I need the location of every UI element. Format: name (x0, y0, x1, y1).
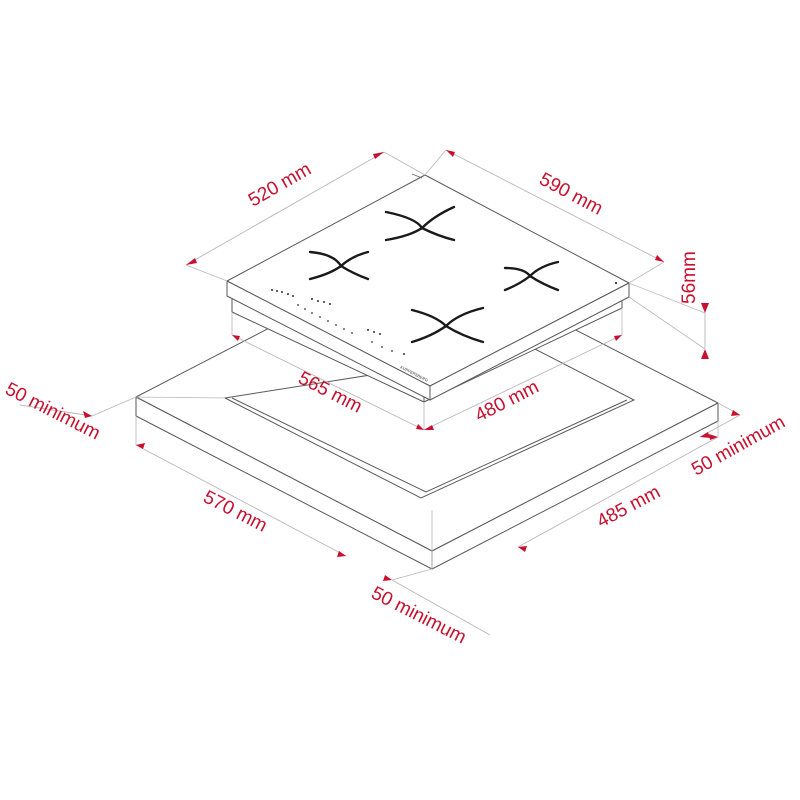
control-dot (403, 353, 405, 355)
control-dot (343, 328, 345, 330)
dimension-arrowhead (373, 152, 384, 159)
label-counter-width: 570 mm (200, 487, 271, 537)
dimension-line-front-min (391, 579, 491, 636)
dimension-arrowhead (709, 434, 718, 440)
cooking-zone-icon (503, 260, 560, 292)
dimension-arrowhead (424, 425, 434, 430)
label-min-front: 50 minimum (368, 583, 470, 649)
cooking-zone-back (384, 205, 456, 242)
dimension-arrowhead (700, 432, 710, 438)
control-dot (304, 308, 306, 310)
cutout-inner-edge (231, 397, 628, 493)
dimension-arrowhead (701, 349, 709, 359)
control-dot (327, 320, 329, 322)
dimension-arrowhead (701, 303, 709, 313)
dimension-arrowhead (383, 575, 392, 581)
control-dot (335, 324, 337, 326)
control-dot (281, 291, 283, 293)
cooking-zone-left (308, 250, 370, 281)
control-dot (292, 295, 294, 297)
dimension-arrows (83, 150, 740, 581)
control-dot (287, 293, 289, 295)
cooking-zone-front (410, 306, 485, 344)
cooking-zone-icon (410, 306, 485, 344)
control-dot (329, 303, 331, 305)
dimension-arrowhead (614, 335, 622, 341)
dimension-line-left-min (19, 404, 93, 417)
control-dot (271, 289, 273, 291)
control-dot (317, 300, 319, 302)
dimension-line-485 (517, 436, 719, 548)
control-dot (351, 332, 353, 334)
control-dot (391, 350, 393, 352)
dimension-line-590 (445, 149, 665, 263)
dimension-arrowhead (232, 335, 240, 341)
control-dot (371, 341, 373, 343)
dimension-arrowhead (655, 255, 664, 262)
dimension-line-570 (135, 444, 347, 557)
label-hob-depth: 520 mm (245, 159, 315, 212)
dimension-arrowhead (731, 410, 740, 416)
control-dot (319, 316, 321, 318)
control-dot (379, 333, 381, 335)
label-counter-depth: 485 mm (593, 482, 663, 533)
extension-lines (91, 149, 741, 581)
logo-mark (411, 173, 423, 179)
control-dot (311, 298, 313, 300)
dimension-arrowhead (416, 424, 424, 430)
dimension-line-520 (185, 151, 385, 266)
cooking-zone-right (503, 260, 560, 292)
control-dot (367, 329, 369, 331)
dimension-line-480 (423, 334, 623, 431)
dimension-line-565 (231, 334, 425, 431)
control-dot (323, 301, 325, 303)
indicator-dot (614, 281, 618, 285)
control-dot (297, 304, 299, 306)
cooking-zone-icon (308, 250, 370, 281)
control-dot (381, 346, 383, 348)
label-hob-width: 590 mm (536, 169, 606, 220)
cooking-zone-icon (384, 205, 456, 242)
label-min-left: 50 minimum (2, 379, 104, 445)
control-dot (373, 331, 375, 333)
dimension-arrowhead (186, 258, 197, 265)
label-hob-height: 56mm (679, 251, 700, 304)
control-dot (311, 312, 313, 314)
dimension-arrowhead (337, 551, 346, 557)
dimension-arrowhead (136, 443, 145, 449)
hob: KUPPERSBERG (226, 173, 630, 403)
dimension-arrowhead (518, 546, 527, 552)
dimension-arrowhead (83, 411, 92, 418)
control-dot (276, 290, 278, 292)
dimension-arrowhead (446, 150, 455, 157)
